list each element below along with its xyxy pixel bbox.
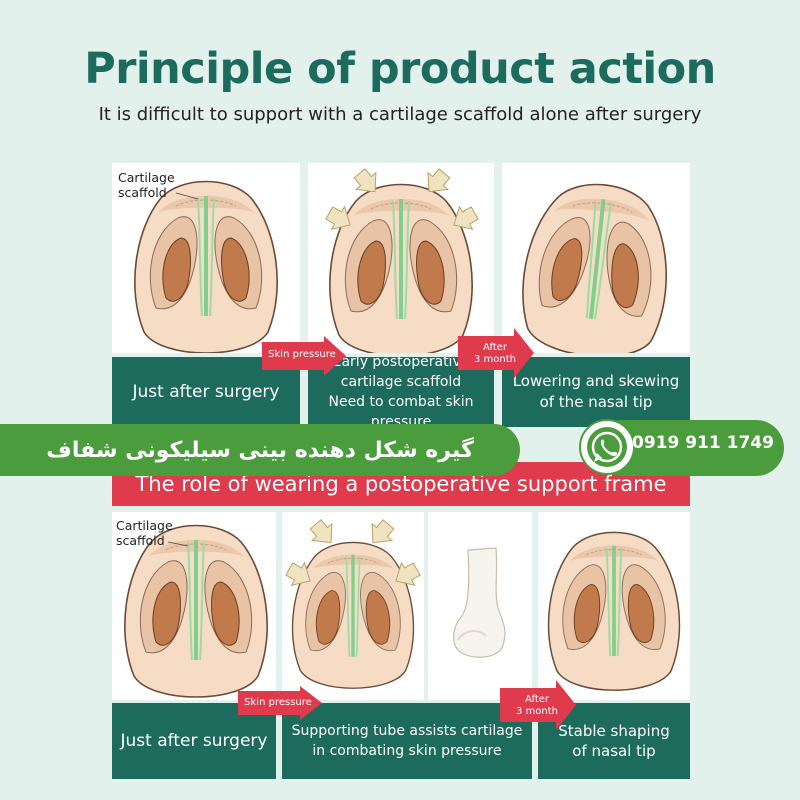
- cartilage-scaffold-label-bottom: Cartilage scaffold: [116, 518, 173, 548]
- bottom-panel-1: [112, 512, 276, 700]
- top-panel-2: [308, 163, 494, 353]
- nose-pressure-illustration-icon: [282, 515, 424, 690]
- nose-stable-illustration-icon: [546, 530, 682, 693]
- top-panel-3: [502, 163, 690, 353]
- whatsapp-icon[interactable]: [578, 418, 636, 476]
- nose-illustration-icon: [122, 523, 270, 699]
- page-title: Principle of product action: [84, 44, 716, 94]
- cartilage-scaffold-label: Cartilage scaffold: [118, 170, 175, 200]
- skin-pressure-arrow-icon-bottom: [238, 686, 322, 720]
- bottom-panel-4: [538, 512, 690, 700]
- product-name-banner: گیره شکل دهنده بینی سیلیکونی شفاف: [0, 424, 520, 476]
- nose-lowered-illustration-icon: [514, 175, 678, 353]
- page-subtitle: It is difficult to support with a cartil…: [98, 104, 702, 125]
- bottom-panel-3: [428, 512, 532, 700]
- phone-number[interactable]: 0919 911 1749: [632, 433, 774, 453]
- nose-illustration-icon: [132, 179, 280, 353]
- after-3-month-label: After 3 month: [474, 342, 516, 365]
- caption-supporting-tube: Supporting tube assists cartilage in com…: [282, 703, 532, 779]
- caption-lowering-skewing: Lowering and skewing of the nasal tip: [502, 357, 690, 427]
- after-3-month-arrow-icon: [458, 328, 534, 378]
- caption-early-postoperative: Early postoperative cartilage scaffold N…: [308, 354, 494, 430]
- silicone-support-tube-icon: [453, 547, 506, 658]
- skin-pressure-label: Skin pressure: [268, 349, 336, 360]
- after-3-month-arrow-icon-bottom: [500, 680, 576, 730]
- top-panel-1: [112, 163, 300, 353]
- skin-pressure-arrow-icon: [262, 336, 346, 376]
- bottom-panel-2: [282, 512, 424, 700]
- skin-pressure-label-bottom: Skin pressure: [244, 697, 312, 708]
- caption-just-after-surgery-bottom: Just after surgery: [112, 703, 276, 779]
- after-3-month-label-bottom: After 3 month: [516, 694, 558, 717]
- nose-pressure-illustration-icon: [322, 164, 482, 353]
